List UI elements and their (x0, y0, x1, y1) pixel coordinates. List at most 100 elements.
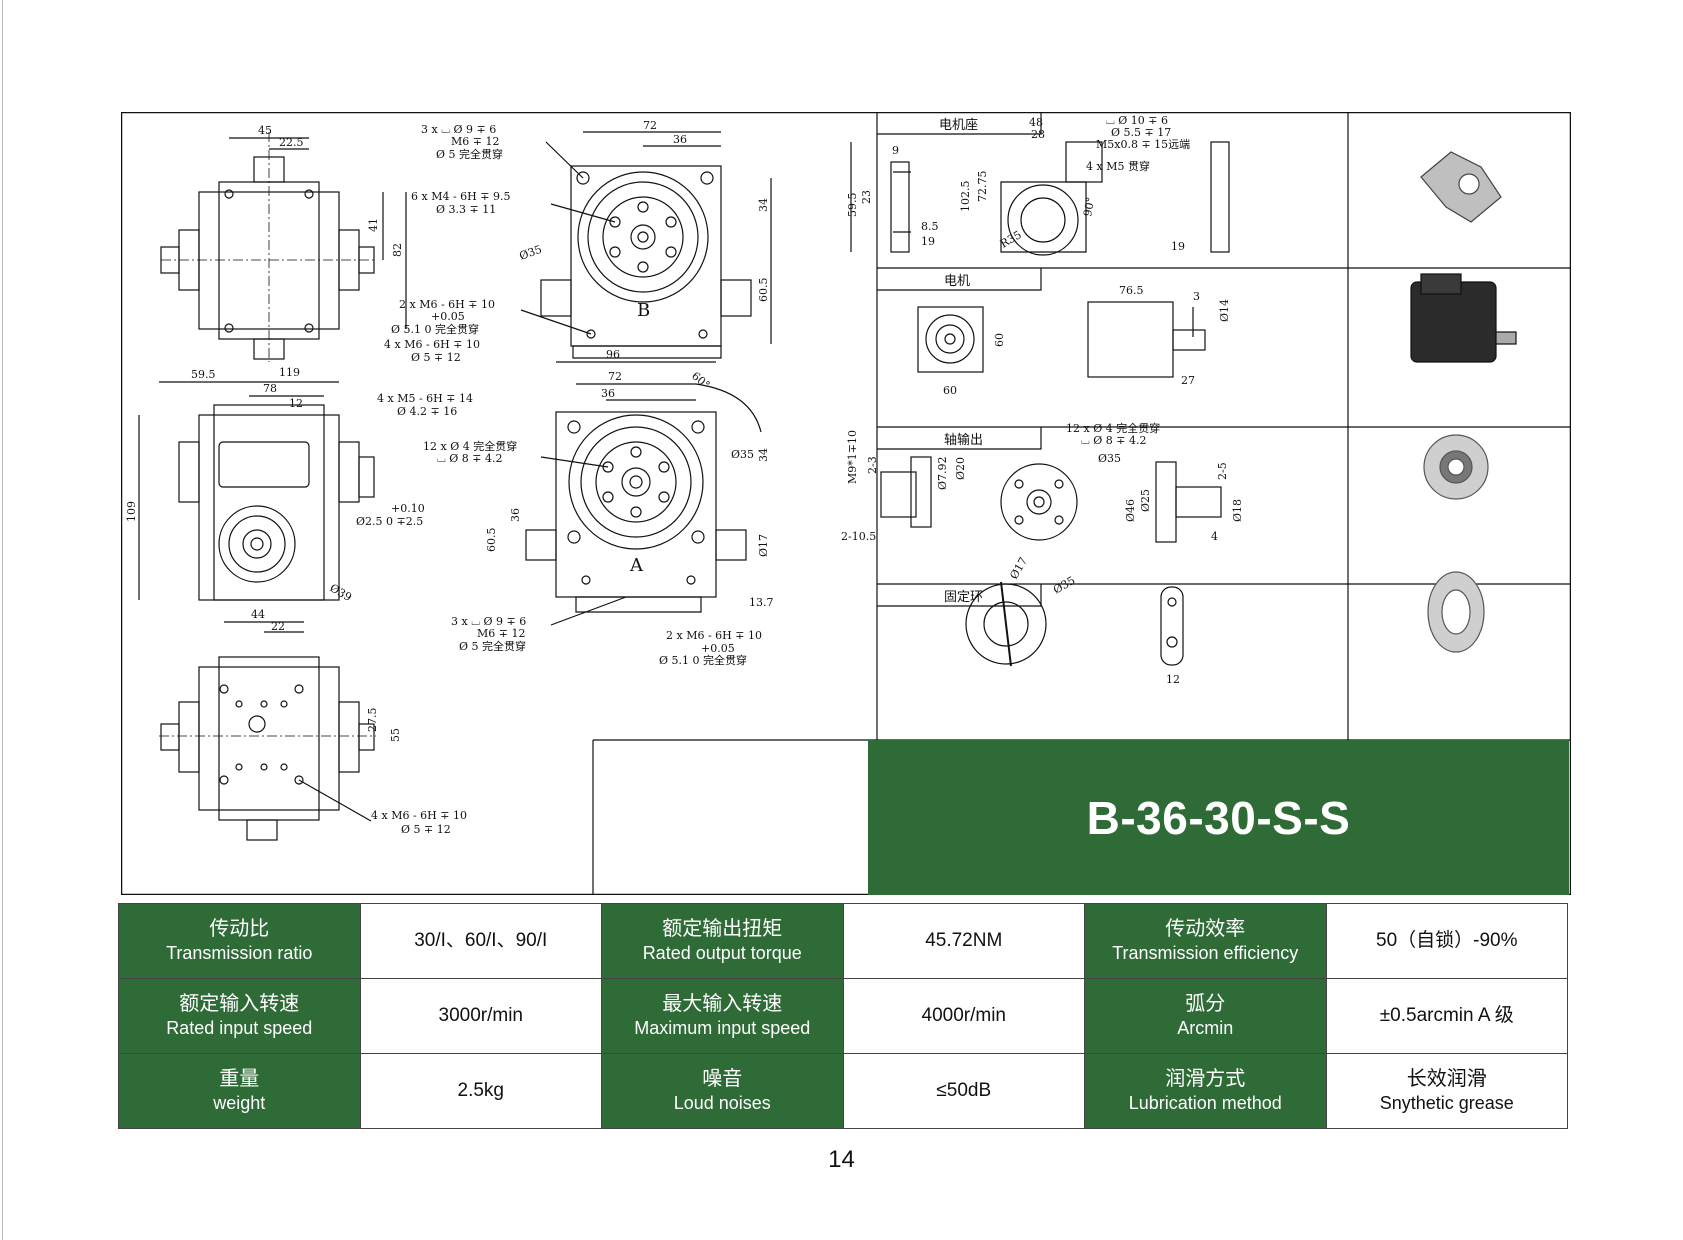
note-b-n2b: Ø 3.3 ∓ 11 (436, 203, 496, 216)
render-motor-mount-icon (1420, 151, 1502, 223)
note-mm-n2: 4 x M5 贯穿 (1086, 159, 1150, 173)
spec-label-maximum-input-speed: 最大输入转速 Maximum input speed (601, 978, 844, 1054)
dim-mm-48: 48 (1029, 116, 1043, 129)
dim-shaft-2-5: 2-5 (1216, 462, 1229, 480)
dim-a-36: 36 (601, 387, 615, 400)
dim-bottom-44: 44 (251, 608, 265, 621)
label-motor: 电机 (944, 274, 970, 289)
dim-mm-72-75: 72.75 (976, 171, 989, 203)
dim-mm-90deg: 90° (1081, 196, 1097, 217)
dim-bottom-27-5: 27.5 (366, 708, 379, 733)
dim-shaft-d20: Ø20 (954, 457, 967, 480)
spec-label-cn: 最大输入转速 (662, 993, 783, 1015)
dim-shaft-2-10-5: 2-10.5 (841, 530, 876, 543)
spec-value-lubrication-method: 长效润滑 Snythetic grease (1325, 1053, 1568, 1129)
note-a-n2b: M6 ∓ 12 (477, 627, 525, 640)
note-b-n4: 4 x M6 - 6H ∓ 10 (384, 338, 480, 351)
note-b-n4b: Ø 5 ∓ 12 (411, 351, 461, 364)
face-a-view: 96 72 36 60° Ø35 34 36 60.5 Ø17 13.7 A 1… (423, 348, 774, 667)
dim-side-12: 12 (289, 397, 303, 410)
spec-label-rated-output-torque: 额定输出扭矩 Rated output torque (601, 903, 844, 979)
dim-mm-19: 19 (921, 235, 935, 248)
dim-a-72: 72 (608, 370, 622, 383)
dim-shaft-d35: Ø35 (1098, 452, 1121, 465)
spec-value-cn: 长效润滑 (1406, 1068, 1487, 1090)
dim-a-36b: 36 (509, 508, 522, 522)
spec-label-cn: 传动效率 (1165, 918, 1246, 940)
dim-mm-19b: 19 (1171, 240, 1185, 253)
dim-shaft-2-3: 2-3 (866, 456, 879, 474)
dim-b-72: 72 (643, 119, 657, 132)
note-a-n1: 12 x Ø 4 完全贯穿 (423, 439, 517, 453)
dim-mm-59-5: 59.5 (846, 193, 859, 218)
spec-label-weight: 重量 weight (118, 1053, 361, 1129)
spec-label-en: Transmission ratio (166, 943, 313, 963)
spec-label-en: weight (213, 1093, 266, 1113)
dim-side-d39: Ø39 (328, 581, 354, 604)
dim-a-13-7: 13.7 (749, 596, 774, 609)
note-b-n3b: +0.05 (431, 310, 465, 323)
spec-label-en: Arcmin (1177, 1018, 1234, 1038)
spec-value-rated-output-torque: 45.72NM (842, 903, 1085, 979)
spec-label-cn: 额定输出扭矩 (662, 918, 783, 940)
dim-ring-d17: Ø17 (1007, 555, 1030, 581)
spec-label-en: Lubrication method (1128, 1093, 1282, 1113)
dim-mm-23: 23 (860, 190, 873, 204)
dim-shaft-d25: Ø25 (1139, 489, 1152, 512)
side-view: 59.5 78 12 109 Ø39 4 x M5 - 6H ∓ 14 Ø 4.… (125, 368, 473, 604)
dim-mm-r35: R35 (998, 228, 1024, 250)
dim-a-34: 34 (757, 448, 770, 462)
spec-label-cn: 润滑方式 (1165, 1068, 1246, 1090)
dim-shaft-d46: Ø46 (1124, 499, 1137, 522)
spec-label-transmission-efficiency: 传动效率 Transmission efficiency (1084, 903, 1327, 979)
note-a-n3b: +0.05 (701, 642, 735, 655)
note-a-n2: 3 x ⌴ Ø 9 ∓ 6 (451, 615, 526, 628)
dim-top-22-5: 22.5 (279, 136, 304, 149)
spec-label-cn: 弧分 (1185, 993, 1226, 1015)
note-side-hole1: 4 x M5 - 6H ∓ 14 (377, 392, 473, 405)
table-row: 传动比 Transmission ratio 30/I、60/I、90/I 额定… (118, 903, 1568, 979)
dim-mm-9: 9 (892, 144, 899, 157)
dim-top-41: 41 (367, 218, 380, 232)
spec-label-en: Rated input speed (166, 1018, 313, 1038)
face-b-label: B (637, 300, 650, 321)
dim-side-109: 109 (125, 501, 138, 522)
dim-a-d35: Ø35 (731, 448, 754, 461)
dim-top-82: 82 (391, 243, 404, 257)
spec-value-maximum-input-speed: 4000r/min (842, 978, 1085, 1054)
dim-ring-d35: Ø35 (1051, 574, 1077, 597)
render-shaft-flange-icon (1423, 434, 1489, 500)
bottom-view: 44 22 27.5 55 4 x M6 - 6H ∓ 10 Ø 5 ∓ 12 (159, 608, 467, 841)
dim-a-60deg: 60° (689, 369, 712, 391)
render-fixed-ring-icon (1427, 571, 1485, 653)
fixed-ring-drawing: Ø17 Ø35 12 (965, 555, 1184, 686)
note-side-hole1b: Ø 4.2 ∓ 16 (397, 405, 457, 418)
spec-label-en: Transmission efficiency (1112, 943, 1299, 963)
note-mm-n1b: Ø 5.5 ∓ 17 (1111, 126, 1171, 139)
dim-motor-60b: 60 (993, 333, 1006, 347)
model-title: B-36-30-S-S (1086, 791, 1351, 844)
spec-label-en: Loud noises (673, 1093, 771, 1113)
shaft-output-drawing: M9*1∓10 2-3 Ø7.92 Ø20 2-10.5 12 x Ø 4 完全… (841, 421, 1244, 543)
spec-table: 传动比 Transmission ratio 30/I、60/I、90/I 额定… (118, 903, 1568, 1129)
dim-motor-27: 27 (1181, 374, 1195, 387)
note-a-n3c: Ø 5.1 0 完全贯穿 (659, 653, 747, 667)
spec-value-weight: 2.5kg (359, 1053, 602, 1129)
dim-side-78: 78 (263, 382, 277, 395)
spec-value-transmission-efficiency: 50（自锁）-90% (1325, 903, 1568, 979)
page-number: 14 (828, 1146, 855, 1173)
face-b-view: 72 36 34 60.5 Ø35 B 3 x ⌴ Ø 9 ∓ 6 M6 ∓ 1… (384, 119, 772, 364)
note-b-n1: 3 x ⌴ Ø 9 ∓ 6 (421, 123, 496, 136)
spec-label-cn: 传动比 (209, 918, 270, 940)
dim-mm-8-5: 8.5 (921, 220, 939, 233)
dim-top-45: 45 (258, 124, 272, 137)
technical-drawing: 电机座 电机 轴输出 固定环 45 22.5 41 82 119 (121, 112, 1571, 895)
spec-label-lubrication-method: 润滑方式 Lubrication method (1084, 1053, 1327, 1129)
note-bottom-hole1b: Ø 5 ∓ 12 (401, 823, 451, 836)
dim-mm-102-5: 102.5 (959, 181, 972, 213)
note-mm-n1: ⌴ Ø 10 ∓ 6 (1106, 114, 1168, 127)
spec-value-rated-input-speed: 3000r/min (359, 978, 602, 1054)
table-row: 重量 weight 2.5kg 噪音 Loud noises ≤50dB 润滑方… (118, 1053, 1568, 1129)
spec-label-transmission-ratio: 传动比 Transmission ratio (118, 903, 361, 979)
note-b-n3c: Ø 5.1 0 完全贯穿 (391, 322, 479, 336)
